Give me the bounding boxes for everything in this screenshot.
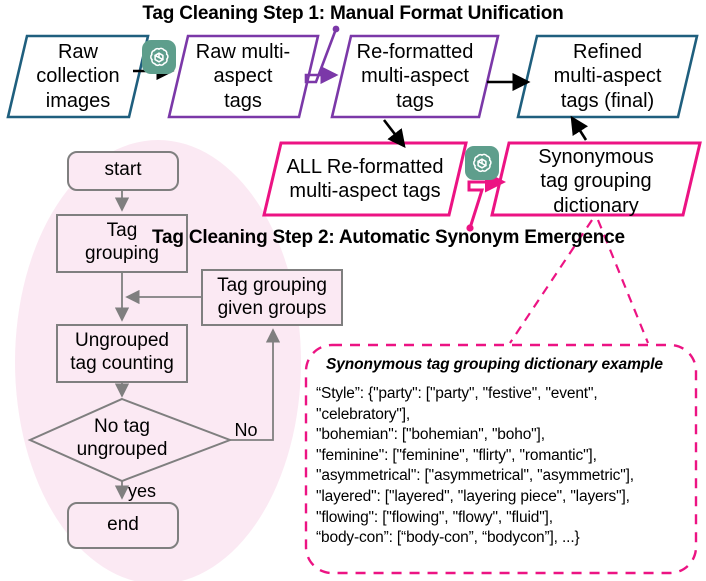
- label-raw-multi-aspect-tags: Raw multi- aspect tags: [195, 41, 291, 112]
- label-node-start: start: [104, 159, 142, 180]
- label-refined-multi-aspect-tags-final: Refined multi-aspect tags (final): [553, 41, 662, 112]
- label-node-no-tag-ungrouped: No tag ungrouped: [76, 416, 168, 460]
- box-raw-collection-images: [6, 34, 150, 119]
- box-raw-multi-aspect-tags: [167, 34, 320, 119]
- step2-title: Tag Cleaning Step 2: Automatic Synonym E…: [152, 227, 625, 248]
- dictionary-example-box: [304, 343, 698, 575]
- label-node-tag-grouping: Tag grouping: [85, 220, 159, 264]
- openai-logo-icon: [150, 47, 169, 67]
- label-raw-collection-images: Raw collection images: [36, 41, 120, 112]
- label-re-formatted-multi-aspect-tags: Re-formatted multi-aspect tags: [356, 41, 474, 112]
- node-start: [67, 151, 179, 191]
- step1-title: Tag Cleaning Step 1: Manual Format Unifi…: [142, 3, 564, 24]
- node-end: [67, 502, 179, 549]
- edge-label-yes: yes: [128, 481, 157, 501]
- label-node-ungrouped-tag-counting: Ungrouped tag counting: [70, 330, 174, 374]
- label-node-end: end: [107, 514, 139, 535]
- gpt-icon-step1[interactable]: [142, 40, 176, 74]
- gpt-icon-step2[interactable]: [465, 146, 499, 180]
- openai-logo-icon: [473, 153, 492, 173]
- dictionary-example-body: “Style”: {"party": ["party", "festive", …: [316, 385, 634, 547]
- edge-label-no: No: [234, 420, 258, 440]
- box-re-formatted-multi-aspect-tags: [330, 34, 500, 119]
- label-all-re-formatted-multi-aspect-tags: ALL Re-formatted multi-aspect tags: [286, 156, 444, 203]
- dictionary-example-title: Synonymous tag grouping dictionary examp…: [326, 356, 663, 373]
- label-node-tag-grouping-given-groups: Tag grouping given groups: [217, 275, 327, 319]
- label-synonymous-tag-grouping-dictionary: Synonymous tag grouping dictionary: [538, 146, 654, 217]
- node-tag-grouping-given-groups: [201, 269, 343, 326]
